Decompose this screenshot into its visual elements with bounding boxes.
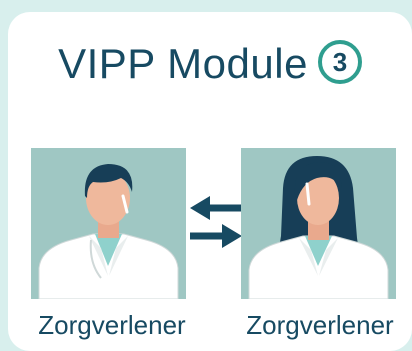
module-title: VIPP Module	[58, 40, 308, 87]
female-doctor-avatar-icon	[248, 156, 389, 299]
module-number-badge: 3	[317, 40, 362, 84]
male-doctor-avatar-icon	[38, 164, 179, 299]
male-doctor-portrait	[31, 148, 186, 299]
exchange-arrows	[188, 192, 244, 252]
female-doctor-portrait	[241, 148, 396, 299]
participant-label-right: Zorgverlener	[246, 310, 394, 340]
participant-label-left: Zorgverlener	[38, 310, 186, 340]
bidirectional-arrows-icon	[190, 196, 242, 248]
